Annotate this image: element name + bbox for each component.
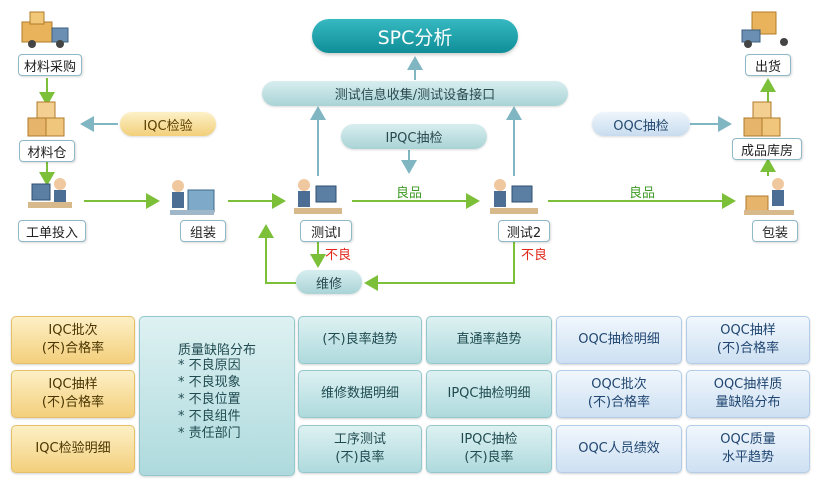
report-line: OQC抽检明细 bbox=[578, 332, 660, 347]
spc-analysis-label: SPC分析 bbox=[377, 26, 453, 49]
report-oqc-batch-rate[interactable]: OQC批次 (不)合格率 bbox=[556, 370, 682, 418]
node-test1-label: 测试Ⅰ bbox=[311, 225, 341, 241]
node-finished-goods-warehouse[interactable]: 成品库房 bbox=[732, 138, 802, 160]
report-line: (不)合格率 bbox=[41, 395, 105, 410]
defect-tag-1: 不良 bbox=[325, 248, 352, 263]
packing-worker-icon bbox=[744, 178, 794, 215]
report-repair-detail[interactable]: 维修数据明细 bbox=[298, 370, 422, 418]
worker-at-computer-icon bbox=[28, 178, 72, 208]
node-assembly[interactable]: 组装 bbox=[180, 220, 226, 242]
report-line: IPQC抽检明细 bbox=[447, 386, 531, 401]
report-line: IQC检验明细 bbox=[35, 441, 111, 456]
delivery-truck-icon bbox=[741, 11, 788, 48]
defect-distribution-list: * 不良原因 * 不良现象 * 不良位置 * 不良组件 * 责任部门 bbox=[178, 357, 241, 442]
report-line: (不)良率 bbox=[335, 450, 385, 465]
report-line: (不)合格率 bbox=[41, 341, 105, 356]
node-material-warehouse[interactable]: 材料仓 bbox=[19, 140, 75, 162]
iqc-inspection-pill[interactable]: IQC检验 bbox=[120, 112, 216, 136]
node-material-warehouse-label: 材料仓 bbox=[27, 145, 67, 161]
report-line: 直通率趋势 bbox=[456, 332, 522, 347]
data-interface-label: 测试信息收集/测试设备接口 bbox=[334, 88, 496, 103]
iqc-inspection-label: IQC检验 bbox=[143, 118, 193, 134]
good-tag-2: 良品 bbox=[629, 186, 656, 201]
delivery-truck-icon bbox=[21, 11, 69, 48]
defect-item: * 不良组件 bbox=[178, 409, 241, 424]
defect-item: * 不良位置 bbox=[178, 392, 241, 407]
report-line: IPQC抽检 bbox=[460, 432, 518, 447]
repair-label: 维修 bbox=[315, 276, 342, 292]
report-iqc-batch-rate[interactable]: IQC批次 (不)合格率 bbox=[11, 316, 135, 364]
report-line: OQC批次 bbox=[591, 377, 647, 392]
data-interface-pill[interactable]: 测试信息收集/测试设备接口 bbox=[262, 81, 568, 106]
report-defect-distribution[interactable]: 质量缺陷分布 * 不良原因 * 不良现象 * 不良位置 * 不良组件 * 责任部… bbox=[139, 316, 295, 476]
arrow-repair-to-assembly-line bbox=[258, 224, 296, 284]
report-process-test-rate[interactable]: 工序测试 (不)良率 bbox=[298, 425, 422, 473]
assembly-worker-icon bbox=[170, 180, 215, 215]
node-shipping-label: 出货 bbox=[754, 59, 781, 75]
report-iqc-detail[interactable]: IQC检验明细 bbox=[11, 425, 135, 473]
report-line: 量缺陷分布 bbox=[715, 395, 781, 410]
report-fpy-trend[interactable]: 直通率趋势 bbox=[426, 316, 552, 364]
tester-icon bbox=[294, 179, 342, 214]
node-work-order-input[interactable]: 工单投入 bbox=[18, 220, 86, 242]
report-line: (不)合格率 bbox=[716, 341, 780, 356]
report-line: 工序测试 bbox=[333, 432, 386, 447]
report-line: 维修数据明细 bbox=[320, 386, 399, 401]
report-oqc-quality-trend[interactable]: OQC质量水平趋势 bbox=[686, 425, 810, 473]
report-oqc-staff-performance[interactable]: OQC人员绩效 bbox=[556, 425, 682, 473]
report-ipqc-rate[interactable]: IPQC抽检 (不)良率 bbox=[426, 425, 552, 473]
node-test1[interactable]: 测试Ⅰ bbox=[300, 220, 352, 242]
report-line: OQC抽样质 bbox=[713, 377, 783, 392]
arrow-test2-to-repair bbox=[364, 240, 515, 291]
good-tag-1: 良品 bbox=[396, 186, 423, 201]
ipqc-sampling-label: IPQC抽检 bbox=[385, 131, 443, 146]
report-iqc-sample-rate[interactable]: IQC抽样 (不)合格率 bbox=[11, 370, 135, 418]
defect-item: * 责任部门 bbox=[178, 426, 241, 441]
node-test2[interactable]: 测试2 bbox=[498, 220, 550, 242]
node-packaging-label: 包装 bbox=[761, 225, 788, 241]
ipqc-sampling-pill[interactable]: IPQC抽检 bbox=[341, 124, 487, 149]
report-oqc-sample-rate[interactable]: OQC抽样 (不)合格率 bbox=[686, 316, 810, 364]
node-test2-label: 测试2 bbox=[506, 225, 542, 241]
repair-pill[interactable]: 维修 bbox=[296, 270, 362, 294]
node-packaging[interactable]: 包装 bbox=[752, 220, 798, 242]
node-work-order-input-label: 工单投入 bbox=[25, 225, 78, 241]
report-oqc-detail[interactable]: OQC抽检明细 bbox=[556, 316, 682, 364]
defect-distribution-title: 质量缺陷分布 bbox=[177, 343, 256, 358]
defect-tag-2: 不良 bbox=[521, 248, 548, 263]
defect-item: * 不良原因 bbox=[178, 358, 241, 373]
report-ipqc-detail[interactable]: IPQC抽检明细 bbox=[426, 370, 552, 418]
report-oqc-sample-defect[interactable]: OQC抽样质量缺陷分布 bbox=[686, 370, 810, 418]
report-line: 水平趋势 bbox=[721, 450, 774, 465]
node-material-purchase-label: 材料采购 bbox=[23, 59, 76, 75]
node-finished-goods-warehouse-label: 成品库房 bbox=[740, 143, 793, 159]
boxes-icon bbox=[743, 101, 781, 137]
tester-icon bbox=[490, 179, 538, 214]
report-line: IQC批次 bbox=[48, 323, 98, 338]
report-line: OQC人员绩效 bbox=[578, 441, 660, 456]
node-material-purchase[interactable]: 材料采购 bbox=[18, 54, 82, 76]
boxes-icon bbox=[27, 101, 65, 137]
node-shipping[interactable]: 出货 bbox=[745, 54, 791, 76]
spc-analysis-pill[interactable]: SPC分析 bbox=[312, 19, 518, 53]
report-line: IQC抽样 bbox=[48, 377, 98, 392]
node-assembly-label: 组装 bbox=[189, 225, 216, 241]
oqc-sampling-label: OQC抽检 bbox=[613, 118, 669, 134]
defect-item: * 不良现象 bbox=[178, 375, 241, 390]
report-defect-rate-trend[interactable]: (不)良率趋势 bbox=[298, 316, 422, 364]
report-line: (不)良率 bbox=[464, 450, 514, 465]
report-line: OQC抽样 bbox=[720, 323, 776, 338]
report-line: (不)合格率 bbox=[587, 395, 651, 410]
report-line: OQC质量 bbox=[720, 432, 776, 447]
report-line: (不)良率趋势 bbox=[322, 332, 398, 347]
oqc-sampling-pill[interactable]: OQC抽检 bbox=[592, 112, 690, 136]
